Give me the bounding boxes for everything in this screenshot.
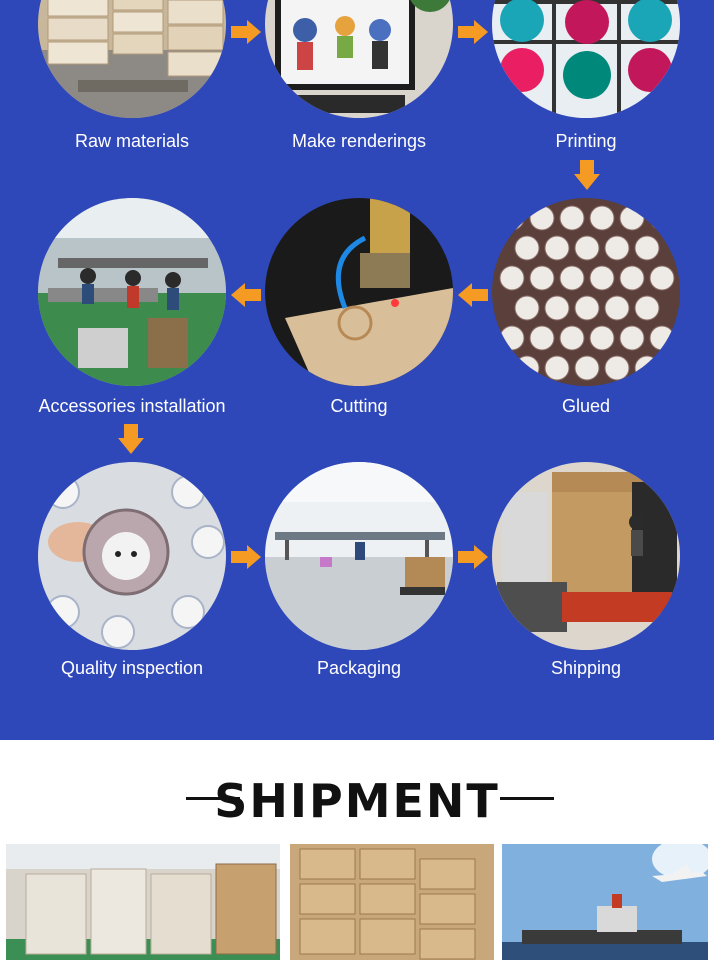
- title-divider-right: [500, 797, 554, 800]
- shipment-title: SHIPMENT: [214, 774, 500, 828]
- step-label-printing: Printing: [555, 131, 617, 151]
- arrow-left-icon: [231, 283, 261, 307]
- glued-photo: [492, 198, 680, 386]
- quality-inspection-photo: [38, 462, 226, 650]
- boxes-photo: [290, 844, 494, 960]
- warehouse-photo: [6, 844, 280, 960]
- step-label-packaging: Packaging: [316, 658, 402, 678]
- printing-photo: [492, 0, 680, 118]
- arrow-down-icon: [574, 160, 600, 190]
- step-label-glued: Glued: [561, 396, 611, 416]
- step-label-accessories-installation: Accessories installation: [38, 396, 226, 416]
- step-label-cutting: Cutting: [330, 396, 388, 416]
- step-label-shipping: Shipping: [550, 658, 622, 678]
- step-label-quality-inspection: Quality inspection: [60, 658, 204, 678]
- step-label-raw-materials: Raw materials: [74, 131, 190, 151]
- accessories-installation-photo: [38, 198, 226, 386]
- raw-materials-photo: [38, 0, 226, 118]
- cutting-photo: [265, 198, 453, 386]
- ship-and-plane-photo: [502, 844, 708, 960]
- shipping-photo: [492, 462, 680, 650]
- title-divider-left: [186, 797, 240, 800]
- step-label-make-renderings: Make renderings: [291, 131, 427, 151]
- arrow-right-icon: [231, 20, 261, 44]
- production-process-section: Raw materials Make renderings Printing A…: [0, 0, 714, 740]
- arrow-down-icon: [118, 424, 144, 454]
- arrow-right-icon: [458, 20, 488, 44]
- arrow-right-icon: [231, 545, 261, 569]
- arrow-left-icon: [458, 283, 488, 307]
- make-renderings-photo: [265, 0, 453, 118]
- arrow-right-icon: [458, 545, 488, 569]
- packaging-photo: [265, 462, 453, 650]
